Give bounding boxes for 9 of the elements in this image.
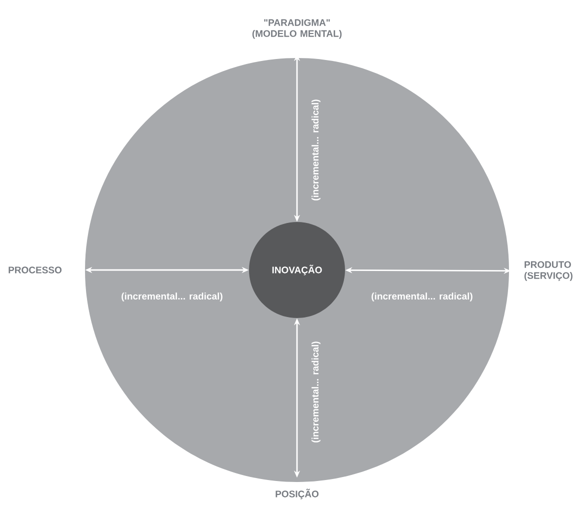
edge-label: (incremental... radical) [372, 292, 472, 302]
axis-label: "PARADIGMA" (MODELO MENTAL) [252, 19, 342, 39]
axis-label: POSIÇÃO [276, 488, 319, 500]
axis-label: PRODUTO (SERVIÇO) [524, 261, 572, 281]
edge-label: (incremental... radical) [312, 100, 320, 200]
edge-label: (incremental... radical) [312, 342, 320, 442]
outer-circle [85, 58, 509, 482]
axis-label: PROCESSO [8, 266, 62, 274]
edge-label: (incremental... radical) [122, 292, 222, 302]
